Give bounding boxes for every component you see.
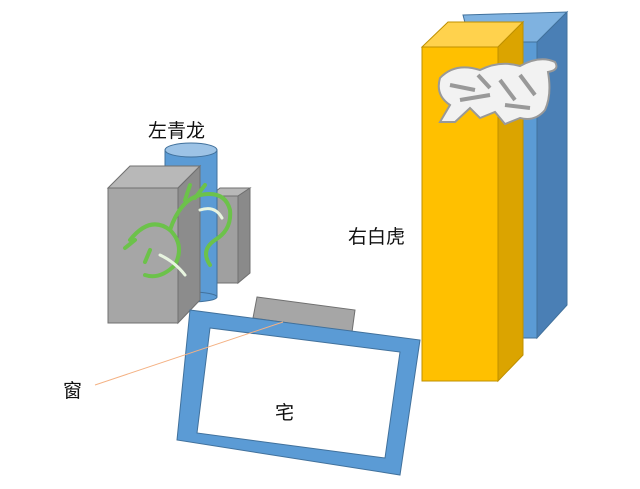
window-label: 窗 xyxy=(63,380,83,402)
tiger-icon xyxy=(437,58,558,126)
house-frame xyxy=(176,309,421,476)
window-pointer-line xyxy=(94,321,284,386)
large-gray-building xyxy=(106,164,202,325)
house-label: 宅 xyxy=(275,402,295,424)
left-dragon-label: 左青龙 xyxy=(148,120,206,142)
dragon-icon xyxy=(123,183,233,279)
right-tiger-label: 右白虎 xyxy=(348,226,406,248)
